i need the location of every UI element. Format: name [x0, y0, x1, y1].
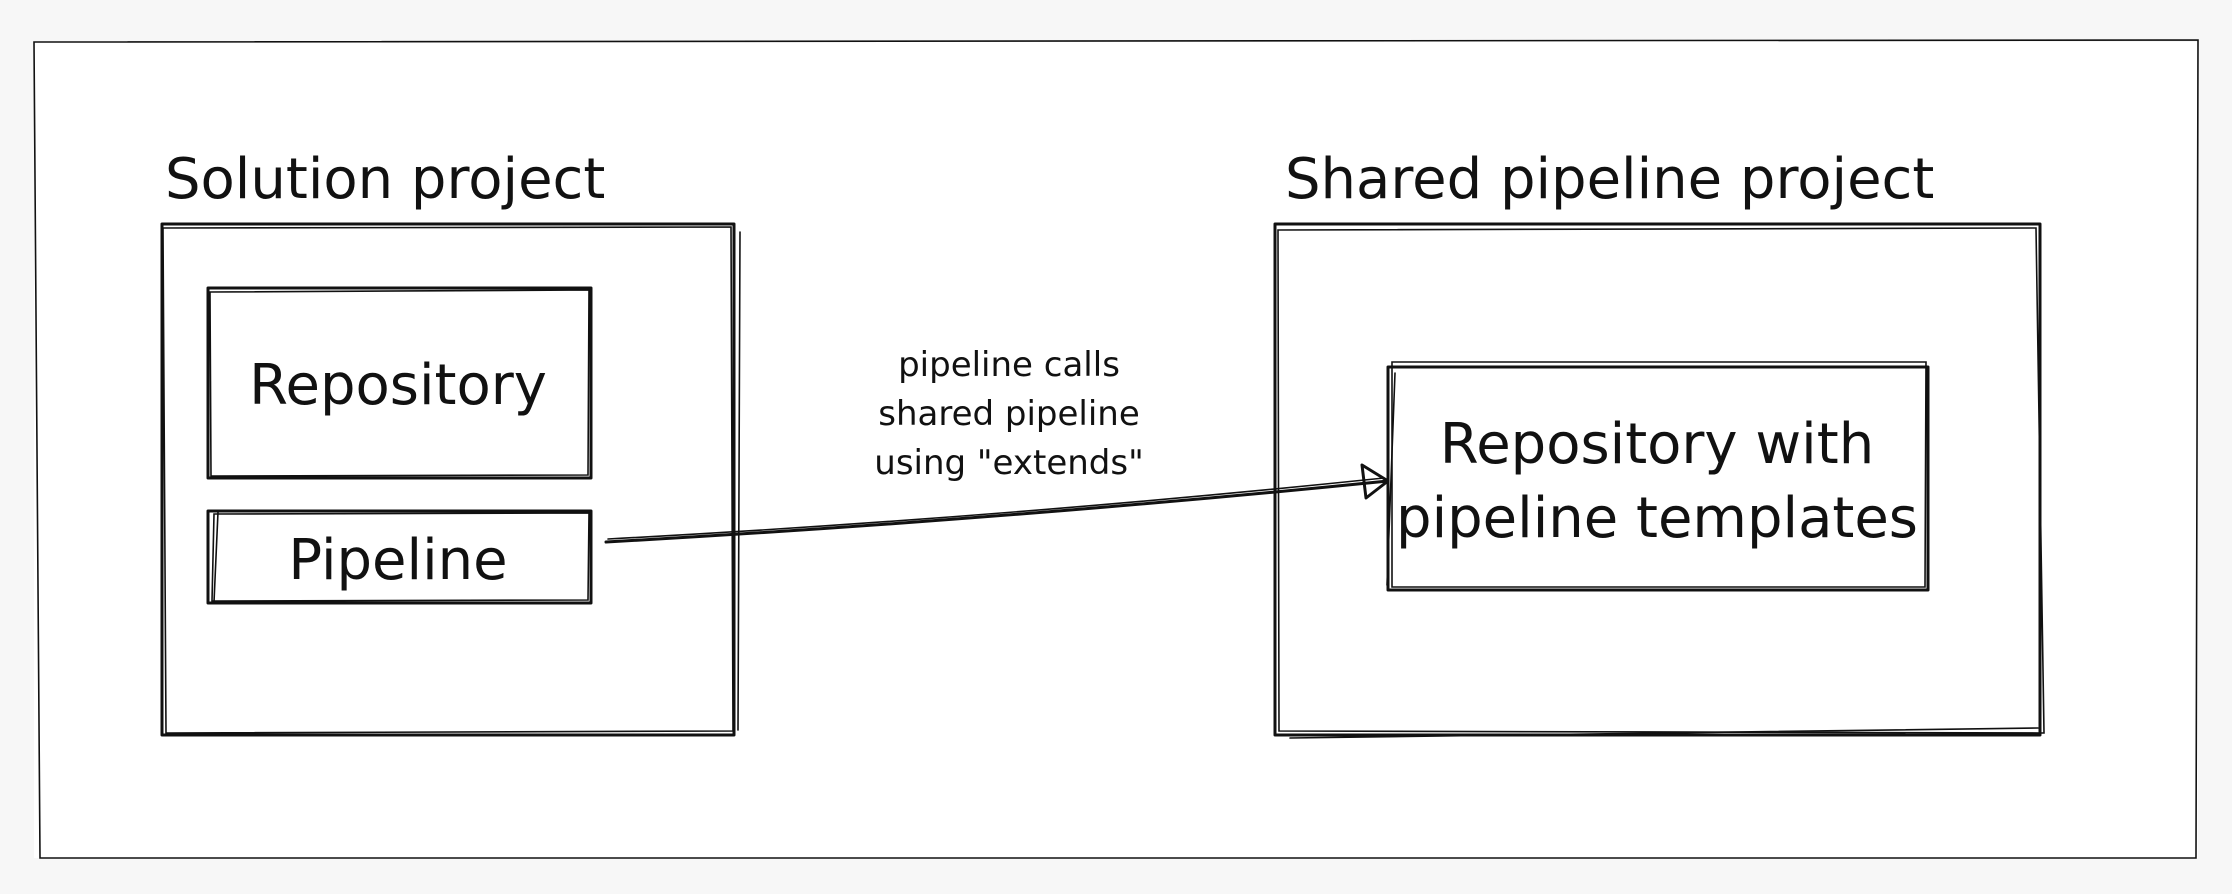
connector-note-line3: using "extends" — [874, 443, 1143, 483]
solution-project-frame — [160, 222, 741, 737]
connector-note-line2: shared pipeline — [878, 394, 1140, 434]
pipeline-box[interactable]: Pipeline — [206, 509, 593, 605]
pipeline-label: Pipeline — [288, 528, 507, 593]
solution-project-title: Solution project — [165, 147, 605, 212]
extends-connector[interactable] — [604, 463, 1390, 544]
sheet — [33, 39, 2199, 859]
template-repository-line2: pipeline templates — [1396, 486, 1918, 551]
connector-annotation: pipeline calls shared pipeline using "ex… — [874, 345, 1143, 483]
shared-project-title: Shared pipeline project — [1285, 147, 1934, 212]
repository-label: Repository — [249, 353, 547, 418]
template-repository-box[interactable]: Repository with pipeline templates — [1386, 361, 1930, 592]
connector-note-line1: pipeline calls — [898, 345, 1120, 385]
shared-project-frame — [1273, 222, 2045, 739]
connector-line — [604, 479, 1390, 544]
solution-project-group: Solution project Repository Pipeline — [160, 147, 741, 737]
shared-project-group: Shared pipeline project Repository with … — [1273, 147, 2045, 739]
arrowhead-icon — [1360, 463, 1390, 500]
repository-box[interactable]: Repository — [206, 286, 593, 480]
template-repository-line1: Repository with — [1440, 412, 1874, 477]
